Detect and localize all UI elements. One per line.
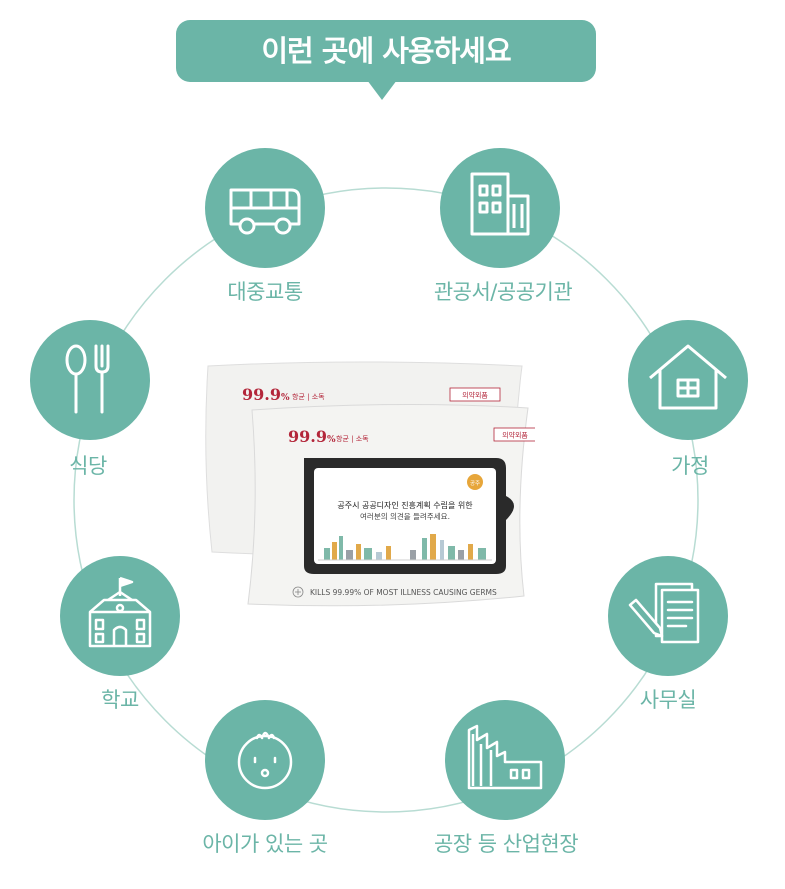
node-transit (205, 148, 325, 268)
back-claim-text: 항균 | 소독 (292, 392, 325, 401)
front-claim-number: 99.9 (288, 427, 327, 446)
label-school: 학교 (101, 688, 139, 712)
banner-pointer (367, 80, 397, 100)
label-public-office: 관공서/공공기관 (433, 280, 573, 304)
label-line2: 여러분의 의견을 들려주세요. (360, 511, 450, 521)
svg-text:99.9%: 99.9% (242, 385, 290, 404)
node-restaurant (30, 320, 150, 440)
node-school (60, 556, 180, 676)
label-transit: 대중교통 (227, 280, 303, 304)
label-restaurant: 식당 (69, 454, 107, 478)
label-line1: 공주시 공공디자인 진흥계획 수립을 위한 (337, 500, 473, 510)
label-home: 가정 (671, 454, 709, 478)
label-office: 사무실 (639, 688, 697, 712)
node-kids (205, 700, 325, 820)
node-circle (205, 700, 325, 820)
house-icon (649, 344, 727, 410)
header-banner: 이런 곳에 사용하세요 (176, 20, 596, 82)
front-packet: 99.9% 항균 | 소독 의약외품 공주 공주시 공공디자인 진흥계획 수립을… (247, 403, 535, 607)
front-badge: 의약외품 (502, 431, 528, 440)
factory-icon (467, 724, 543, 790)
node-home (628, 320, 748, 440)
back-claim-number: 99.9 (242, 385, 281, 404)
front-claim-suffix: % (327, 435, 336, 445)
node-public-office (440, 148, 560, 268)
node-office (608, 556, 728, 676)
wet-wipes-product: 99.9% 항균 | 소독 의약외품 99.9% 항균 | 소독 의약외품 공주… (205, 361, 535, 607)
node-factory (445, 700, 565, 820)
back-badge: 의약외품 (462, 391, 488, 400)
school-icon (88, 576, 152, 648)
node-circle (60, 556, 180, 676)
svg-text:99.9%: 99.9% (288, 427, 336, 446)
logo-text: 공주 (470, 480, 480, 487)
bus-icon (229, 188, 301, 235)
document-pen-icon (628, 582, 700, 644)
front-claim-text: 항균 | 소독 (336, 434, 369, 443)
back-claim-suffix: % (281, 393, 290, 403)
baby-face-icon (237, 731, 293, 790)
node-circle (30, 320, 150, 440)
bottom-text: KILLS 99.99% OF MOST ILLNESS CAUSING GER… (310, 588, 497, 597)
label-kids: 아이가 있는 곳 (202, 832, 328, 856)
label-factory: 공장 등 산업현장 (433, 832, 579, 856)
building-icon (470, 172, 530, 236)
spoon-fork-icon (65, 344, 110, 414)
header-title: 이런 곳에 사용하세요 (261, 34, 511, 68)
